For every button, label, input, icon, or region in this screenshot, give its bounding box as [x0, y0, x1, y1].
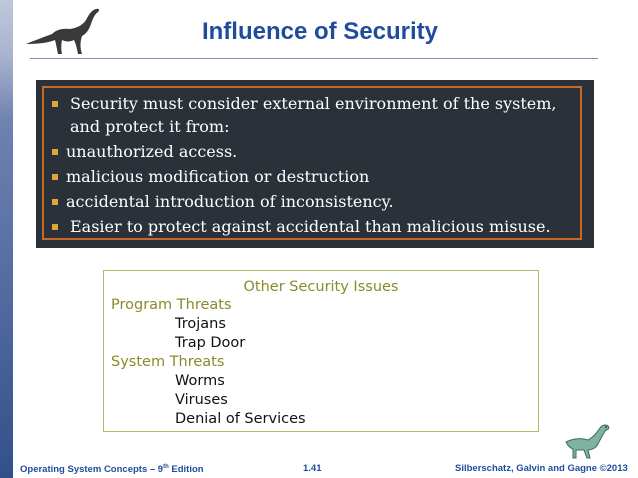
bullet-text: Security must consider external environm…	[70, 94, 557, 113]
small-dinosaur-icon	[565, 424, 610, 459]
bullet-item: unauthorized access.	[50, 140, 580, 163]
other-security-issues-box: Other Security Issues Program Threats Tr…	[103, 270, 539, 432]
threat-item: Worms	[175, 373, 225, 389]
page-number: 1.41	[303, 463, 322, 474]
footer-book-suffix: Edition	[168, 464, 204, 476]
footer-book-title: Operating System Concepts – 9th Edition	[20, 464, 204, 475]
threat-item: Viruses	[175, 392, 228, 408]
bullet-marker-icon	[52, 101, 58, 107]
bullet-item: Security must consider external environm…	[50, 92, 580, 138]
bullet-list: Security must consider external environm…	[50, 92, 580, 240]
bullet-item: accidental introduction of inconsistency…	[50, 190, 580, 213]
bullet-marker-icon	[52, 224, 58, 230]
threat-item: Trap Door	[175, 335, 246, 351]
copyright: Silberschatz, Galvin and Gagne ©2013	[455, 463, 628, 474]
bullet-text: accidental introduction of inconsistency…	[66, 192, 394, 211]
bullet-item: Easier to protect against accidental tha…	[50, 215, 580, 238]
bullet-marker-icon	[52, 149, 58, 155]
program-threats-label: Program Threats	[111, 297, 232, 313]
threat-item: Trojans	[175, 316, 226, 332]
left-accent-bar	[0, 0, 13, 478]
dinosaur-logo-icon	[26, 8, 100, 55]
issues-heading: Other Security Issues	[243, 279, 399, 295]
security-summary-panel	[36, 80, 594, 248]
threat-item: Denial of Services	[175, 411, 306, 427]
slide-title: Influence of Security	[201, 18, 439, 45]
bullet-marker-icon	[52, 199, 58, 205]
bullet-text-continued: and protect it from:	[70, 117, 230, 136]
footer-book-prefix: Operating System Concepts – 9	[20, 464, 164, 476]
title-divider	[30, 58, 598, 59]
summary-frame	[42, 86, 582, 240]
system-threats-label: System Threats	[111, 354, 225, 370]
bullet-text: malicious modification or destruction	[66, 167, 370, 186]
bullet-text: unauthorized access.	[66, 142, 238, 161]
bullet-item: malicious modification or destruction	[50, 165, 580, 188]
bullet-text: Easier to protect against accidental tha…	[70, 217, 551, 236]
footer-book-sup: th	[163, 464, 169, 470]
bullet-marker-icon	[52, 174, 58, 180]
